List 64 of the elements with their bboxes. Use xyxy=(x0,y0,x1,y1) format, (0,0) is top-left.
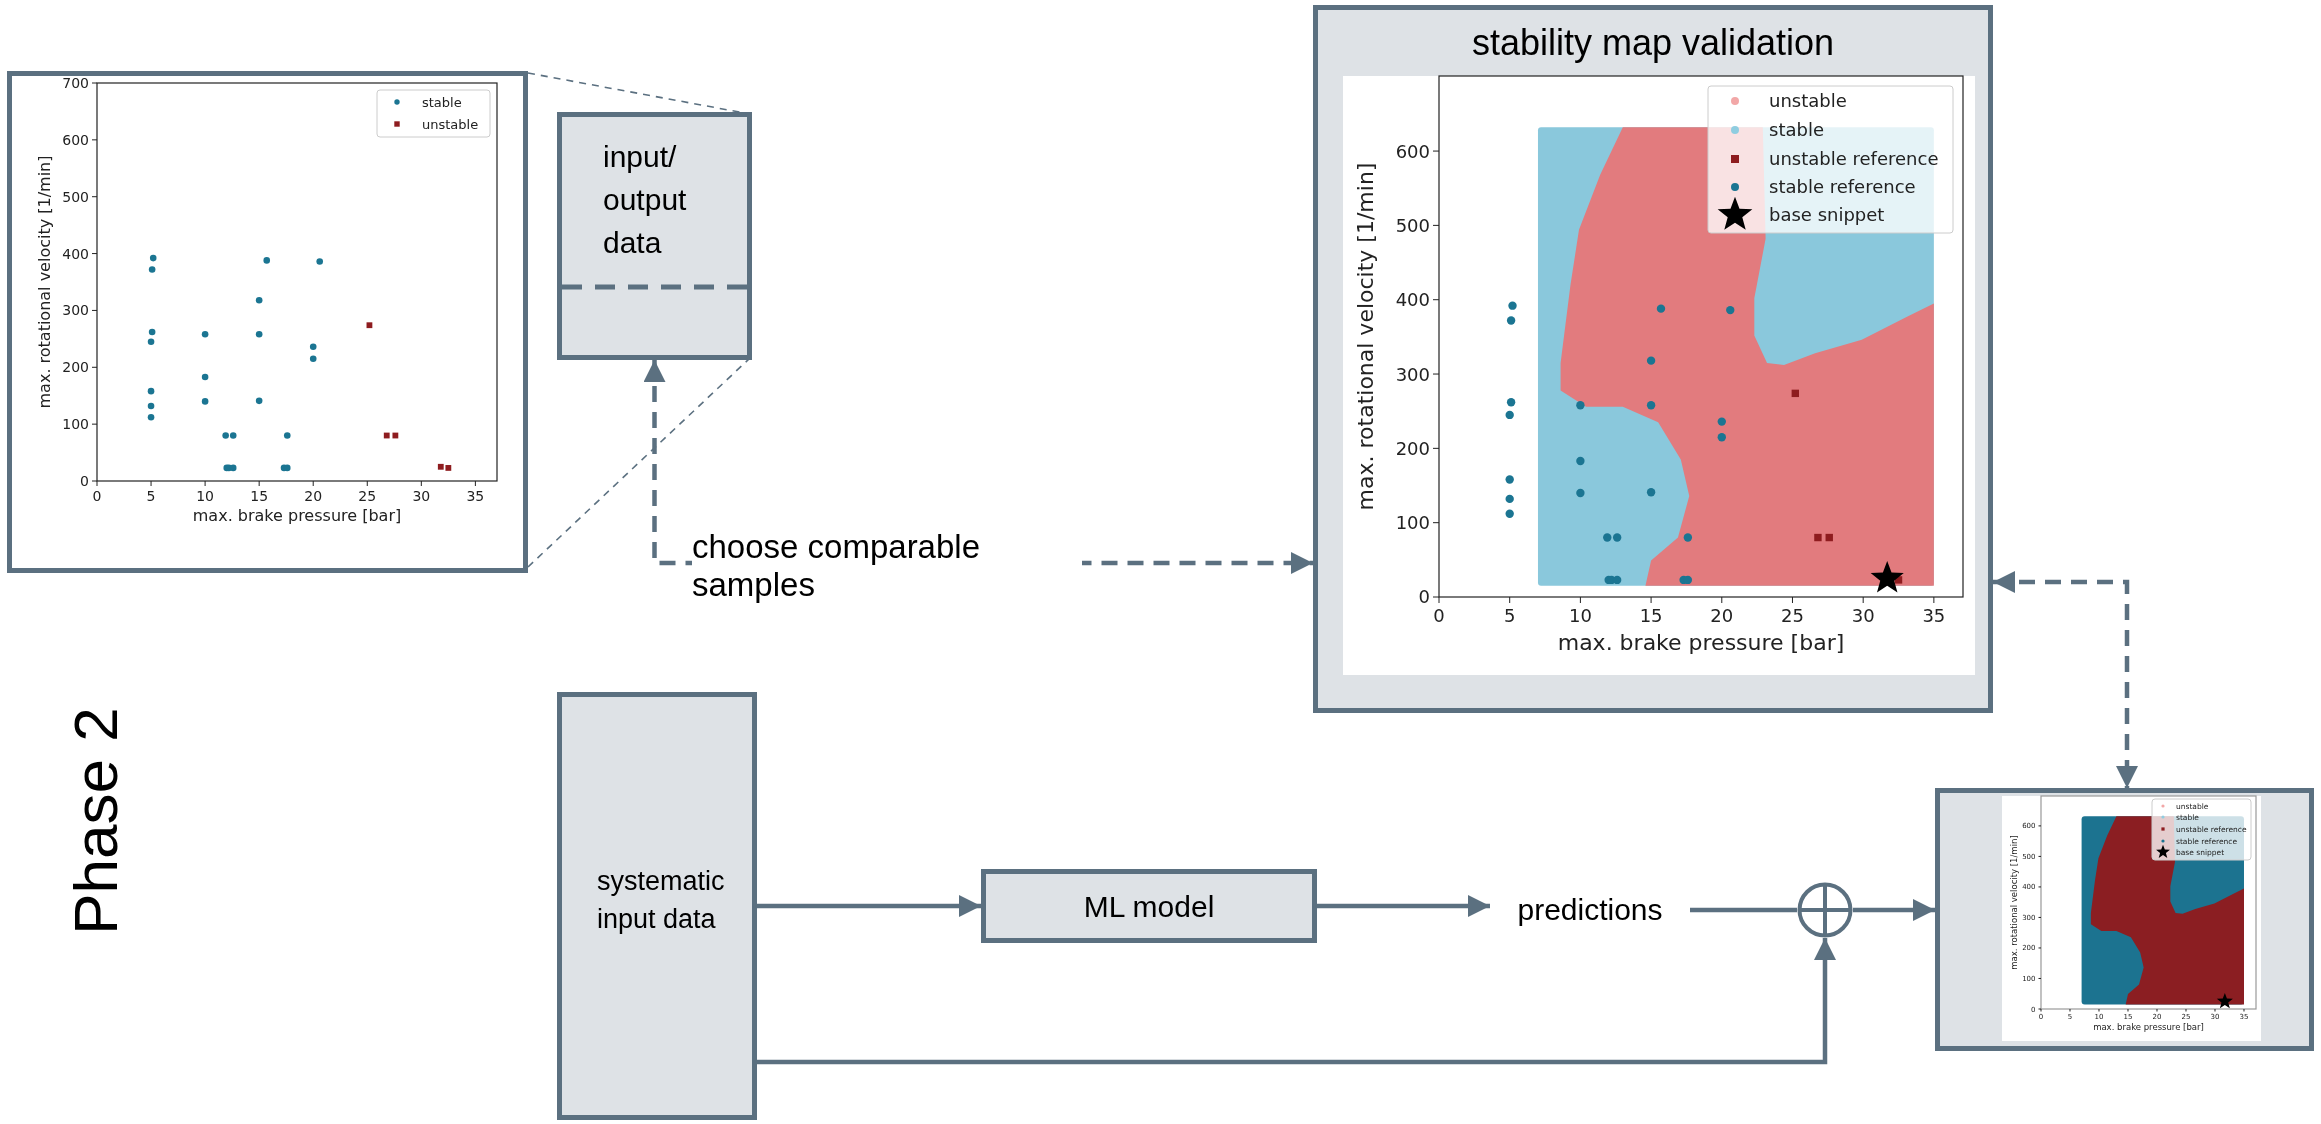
axis-title: max. rotational velocity [1/min] xyxy=(2009,835,2019,970)
tick-label: 500 xyxy=(62,188,89,205)
legend-label: stable xyxy=(422,94,462,110)
process-box xyxy=(981,869,1317,943)
axis-title: max. brake pressure [bar] xyxy=(192,506,402,526)
arrow xyxy=(1853,899,1935,921)
tick-label: 200 xyxy=(62,359,89,376)
tick-label: 0 xyxy=(92,487,102,504)
validation-panel xyxy=(1313,5,1993,713)
tick-label: 700 xyxy=(62,75,89,92)
phase-label: Phase 2 xyxy=(61,706,131,937)
tick-label: 0 xyxy=(80,473,89,490)
tick-label: 5 xyxy=(146,487,156,504)
tick-label: 300 xyxy=(62,302,89,319)
axis-title: max. brake pressure [bar] xyxy=(2093,1021,2204,1032)
tick-label: 5 xyxy=(1503,604,1516,626)
data-box xyxy=(557,692,757,1120)
data-box xyxy=(557,112,752,360)
tick-label: 20 xyxy=(304,487,323,504)
box-label: input/ output data xyxy=(603,139,688,261)
legend-label: unstable xyxy=(422,116,479,132)
tick-label: 30 xyxy=(1851,604,1875,626)
tick-label: 500 xyxy=(1395,214,1430,236)
stability-map-thumbnail xyxy=(1935,788,2314,1051)
tick-label: 30 xyxy=(412,487,431,504)
tick-label: 25 xyxy=(358,487,377,504)
box-label: ML model xyxy=(1082,890,1216,924)
axis-title: max. brake pressure [bar] xyxy=(1557,629,1845,655)
tick-label: 400 xyxy=(62,245,89,262)
legend-label: base snippet xyxy=(1769,204,1885,226)
axis-title: max. rotational velocity [1/min] xyxy=(35,155,54,409)
tick-label: 100 xyxy=(62,416,89,433)
arrow xyxy=(1993,571,2138,788)
tick-label: 20 xyxy=(1710,604,1734,626)
tick-label: 100 xyxy=(1395,512,1430,534)
scatter-chart-panel xyxy=(7,71,528,573)
legend-label: stable reference xyxy=(1769,176,1916,198)
tick-label: 400 xyxy=(1395,289,1430,311)
arrow xyxy=(757,895,981,917)
summing-junction-icon xyxy=(1797,882,1853,938)
connector-line xyxy=(1690,907,1797,913)
tick-label: 10 xyxy=(196,487,214,504)
tick-label: 200 xyxy=(1395,437,1430,459)
tick-label: 15 xyxy=(250,487,269,504)
arrow xyxy=(1317,895,1490,917)
legend-label: unstable reference xyxy=(1769,148,1939,170)
tick-label: 25 xyxy=(1781,604,1804,626)
tick-label: 0 xyxy=(1418,586,1430,608)
tick-label: 300 xyxy=(1395,363,1430,385)
dashed-line xyxy=(527,357,751,568)
tick-label: 35 xyxy=(1922,604,1946,626)
box-label: systematic input data xyxy=(597,865,722,936)
tick-label: 35 xyxy=(466,487,485,504)
tick-label: 600 xyxy=(62,131,89,148)
tick-label: 15 xyxy=(1639,604,1663,626)
output-label: predictions xyxy=(1490,885,1690,935)
panel-title: stability map validation xyxy=(1470,22,1836,64)
legend-label: unstable xyxy=(1769,90,1847,112)
axis-title: max. rotational velocity [1/min] xyxy=(1353,162,1378,511)
tick-label: 10 xyxy=(1568,604,1592,626)
tick-label: 600 xyxy=(1395,140,1430,162)
arrow xyxy=(757,938,1836,1065)
legend-label: stable xyxy=(1769,119,1824,141)
tick-label: 0 xyxy=(1433,604,1445,626)
